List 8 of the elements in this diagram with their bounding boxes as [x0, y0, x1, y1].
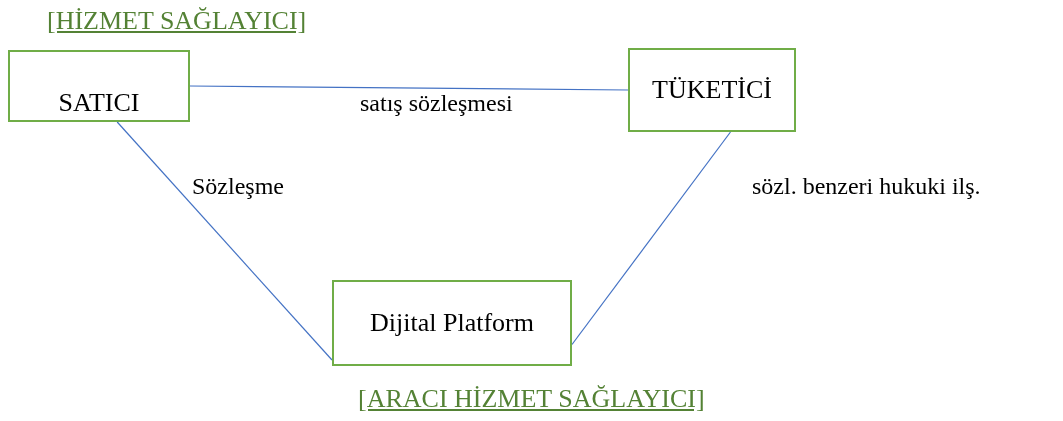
- connector-line: [571, 131, 732, 346]
- party-box: SATICI: [8, 50, 190, 122]
- party-box: Dijital Platform: [332, 280, 572, 366]
- party-box: TÜKETİCİ: [628, 48, 796, 132]
- connector-line: [189, 85, 629, 91]
- role-heading: [ARACI HİZMET SAĞLAYICI]: [358, 384, 705, 414]
- connector-line: [116, 121, 333, 361]
- role-heading: [HİZMET SAĞLAYICI]: [47, 6, 307, 36]
